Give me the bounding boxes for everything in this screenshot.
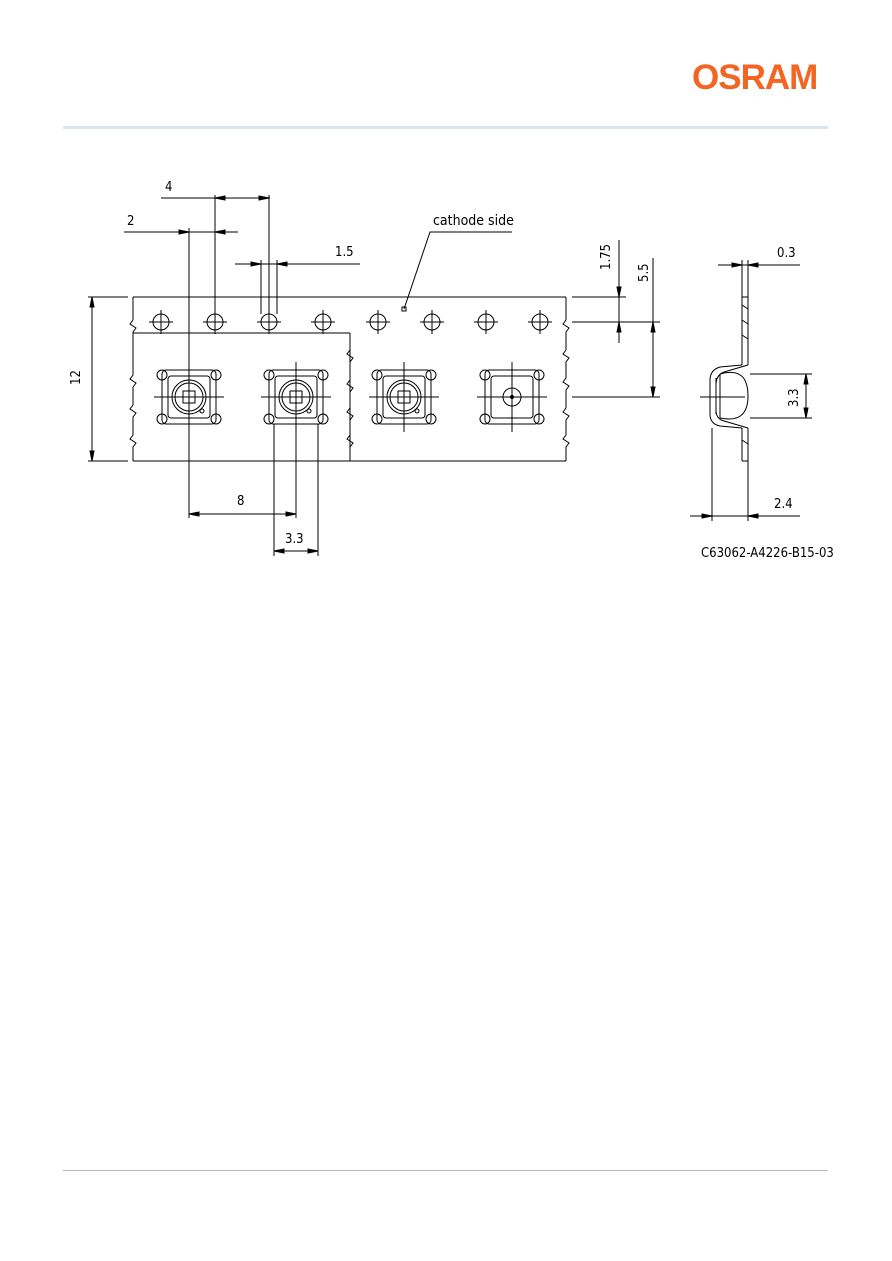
dim-label-edge-to-hole: 1.75 [599,244,614,270]
pocket-3 [369,362,439,432]
side-section-view [690,260,812,521]
dim-label-pitch: 4 [165,180,172,195]
dim-label-pocket-pitch: 8 [237,494,244,509]
dim-label-tape-thickness: 0.3 [777,246,796,261]
tape-outline [129,296,570,462]
dim-label-pocket-height: 2.4 [774,497,793,512]
dim-label-hole-diameter: 1.5 [335,245,354,260]
cathode-side-label: cathode side [433,213,514,229]
dim-label-hole-to-center: 5.5 [637,263,652,282]
pocket-1 [154,362,224,432]
dim-label-offset: 2 [127,214,134,229]
dimension-lines [88,195,660,556]
dim-label-pocket-depth: 3.3 [787,388,802,407]
osram-logo: OSRAM [692,58,818,97]
pocket-2 [261,362,331,432]
sprocket-holes [149,310,552,334]
dim-label-pocket-width: 3.3 [285,532,304,547]
dim-label-tape-width: 12 [69,370,84,385]
header-rule [63,126,828,129]
pocket-4-empty [477,362,547,432]
footer-rule [63,1170,828,1171]
drawing-id: C63062-A4226-B15-03 [701,546,834,561]
